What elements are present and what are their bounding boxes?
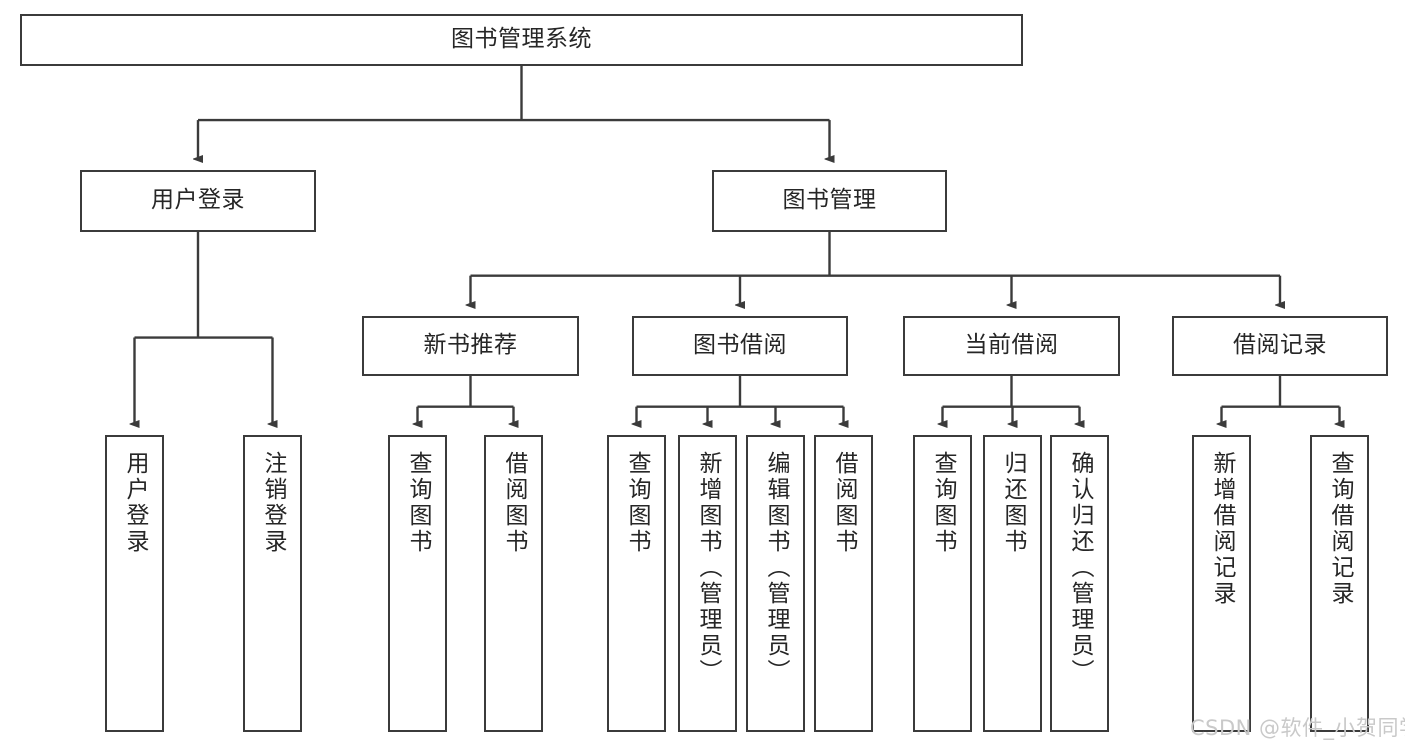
node-borrowbook[interactable]: 图书借阅 — [632, 316, 848, 376]
node-leaf-br-add[interactable]: 新增借阅记录 — [1192, 435, 1251, 732]
node-root[interactable]: 图书管理系统 — [20, 14, 1023, 66]
node-label: 用户登录 — [151, 187, 245, 214]
node-label: 用户登录 — [122, 451, 148, 555]
node-bookmgmt[interactable]: 图书管理 — [712, 170, 947, 232]
node-currentborrow[interactable]: 当前借阅 — [903, 316, 1120, 376]
node-leaf-nb-borrow[interactable]: 借阅图书 — [484, 435, 543, 732]
node-label: 借阅图书 — [831, 451, 857, 555]
node-borrowrecord[interactable]: 借阅记录 — [1172, 316, 1388, 376]
node-leaf-bb-query[interactable]: 查询图书 — [607, 435, 666, 732]
node-label: 查询借阅记录 — [1327, 451, 1353, 607]
csdn-watermark: CSDN @软件_小贺同学 — [1190, 716, 1405, 740]
node-label: 查询图书 — [624, 451, 650, 555]
node-leaf-nb-query[interactable]: 查询图书 — [388, 435, 447, 732]
node-label: 借阅记录 — [1233, 332, 1327, 359]
node-label: 新增借阅记录 — [1209, 451, 1235, 607]
node-label: 当前借阅 — [964, 332, 1059, 359]
node-label: 编辑图书（管理员） — [763, 451, 789, 685]
node-leaf-user-login[interactable]: 用户登录 — [105, 435, 164, 732]
node-label: 图书管理系统 — [451, 26, 592, 53]
node-leaf-bb-add[interactable]: 新增图书（管理员） — [678, 435, 737, 732]
node-label: 查询图书 — [930, 451, 956, 555]
node-leaf-bb-borrow[interactable]: 借阅图书 — [814, 435, 873, 732]
node-label: 归还图书 — [1000, 451, 1026, 555]
node-label: 注销登录 — [260, 451, 286, 555]
node-label: 新增图书（管理员） — [695, 451, 721, 685]
node-login[interactable]: 用户登录 — [80, 170, 316, 232]
node-newbooks[interactable]: 新书推荐 — [362, 316, 579, 376]
node-leaf-br-query[interactable]: 查询借阅记录 — [1310, 435, 1369, 732]
node-leaf-bb-edit[interactable]: 编辑图书（管理员） — [746, 435, 805, 732]
node-leaf-cb-return[interactable]: 归还图书 — [983, 435, 1042, 732]
node-label: 图书管理 — [782, 187, 877, 214]
node-leaf-cb-query[interactable]: 查询图书 — [913, 435, 972, 732]
node-leaf-cb-confirm[interactable]: 确认归还（管理员） — [1050, 435, 1109, 732]
node-label: 新书推荐 — [423, 332, 518, 359]
node-leaf-user-logout[interactable]: 注销登录 — [243, 435, 302, 732]
node-label: 借阅图书 — [501, 451, 527, 555]
node-label: 查询图书 — [405, 451, 431, 555]
node-label: 确认归还（管理员） — [1067, 451, 1093, 685]
node-label: 图书借阅 — [693, 332, 787, 359]
